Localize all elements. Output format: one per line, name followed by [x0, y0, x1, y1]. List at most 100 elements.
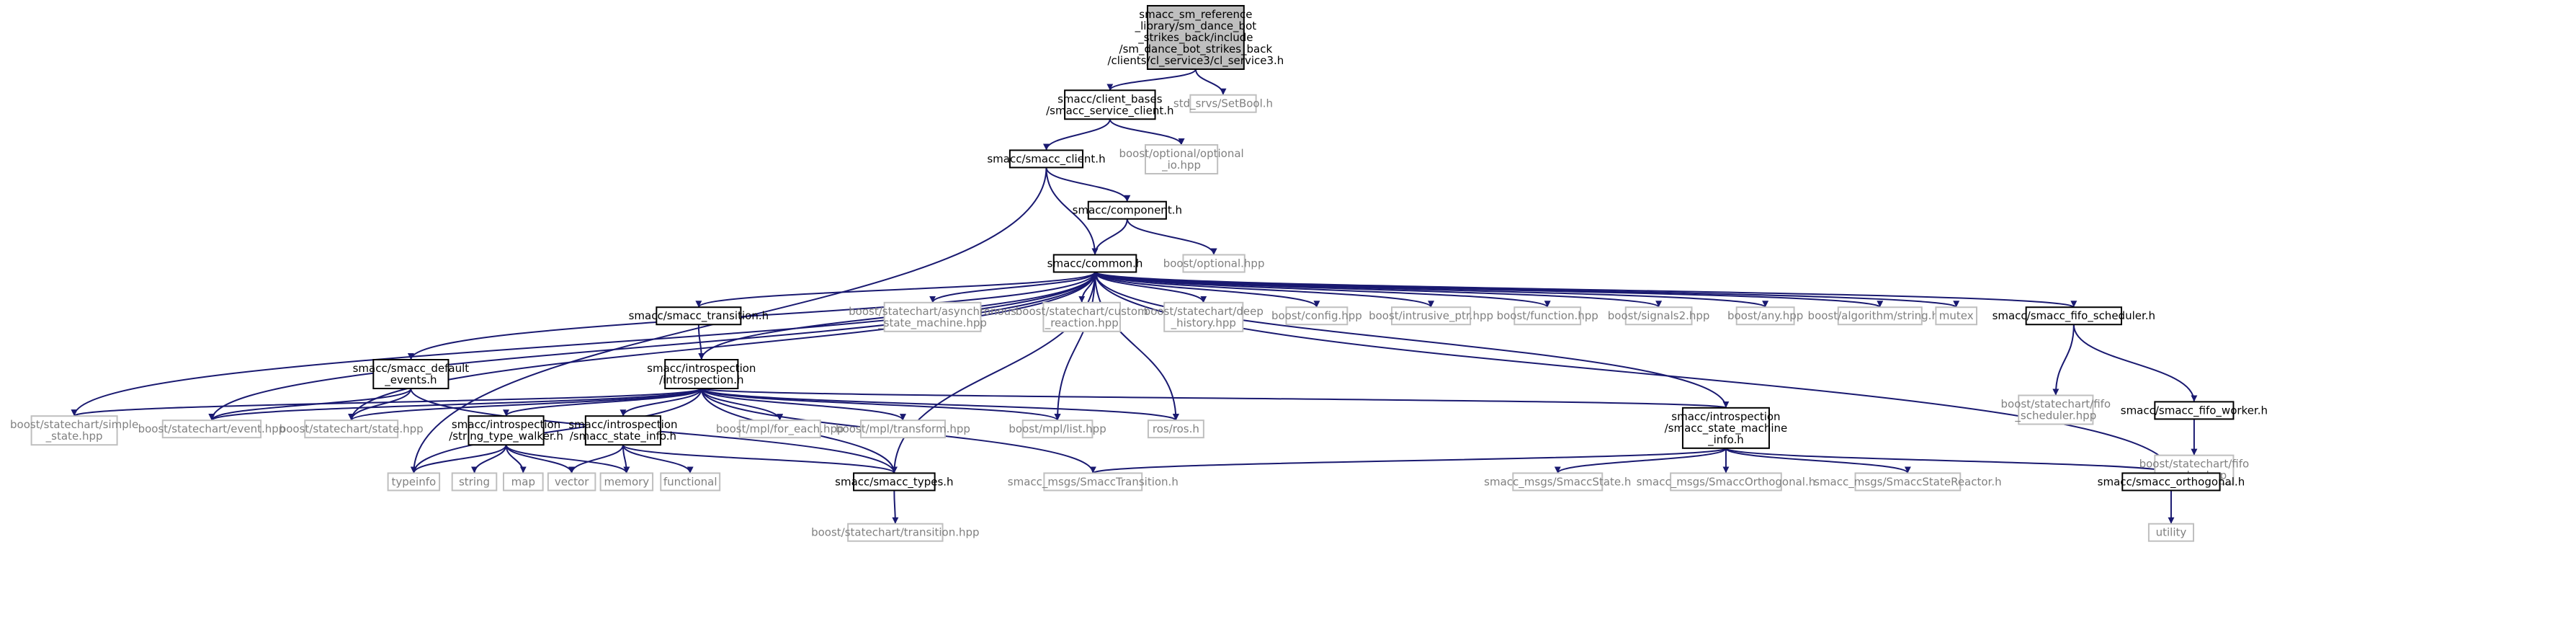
node-box: [1513, 306, 1582, 326]
node-label: string: [459, 475, 490, 488]
node-async_sm: boost/statechart/asynchronous_state_mach…: [849, 301, 1016, 332]
node-service_client[interactable]: smacc/client_bases/smacc_service_client.…: [1046, 89, 1174, 120]
node-box: [738, 420, 821, 439]
node-box: [1837, 306, 1923, 326]
edge-common-to-default_events: [408, 272, 1096, 360]
node-label: boost/statechart/custom: [1016, 305, 1148, 318]
node-box: [161, 420, 262, 439]
edge-common-to-event: [208, 272, 1096, 421]
node-label: boost/any.hpp: [1727, 309, 1803, 322]
node-label: /smacc_state_machine: [1665, 422, 1788, 435]
node-box: [502, 472, 544, 492]
node-label: vector: [555, 475, 589, 488]
node-client[interactable]: smacc/smacc_client.h: [987, 149, 1106, 169]
edge-fifo_scheduler-to-sc_fifo_scheduler: [2052, 324, 2075, 396]
edge-service_client-to-optional_io: [1109, 118, 1185, 146]
node-label: ros/ros.h: [1153, 422, 1199, 435]
edge-introspection-to-sm_info: [700, 388, 1729, 409]
node-label: utility: [2156, 526, 2187, 539]
edge-smacc_types-to-sc_transition: [892, 490, 899, 524]
node-default_events[interactable]: smacc/smacc_default_events.h: [353, 359, 470, 389]
node-box: [1147, 420, 1204, 439]
node-fifo_worker[interactable]: smacc/smacc_fifo_worker.h: [2121, 401, 2268, 420]
node-vector: vector: [547, 472, 596, 492]
node-common[interactable]: smacc/common.h: [1047, 254, 1143, 273]
edge-introspection-to-state: [348, 388, 702, 422]
node-label: _info.h: [1707, 433, 1744, 447]
edge-sm_info-to-common: [1091, 272, 1727, 408]
node-smacc_state_msg: smacc_msgs/SmaccState.h: [1484, 472, 1631, 492]
edge-client-to-common: [1045, 167, 1099, 255]
node-introspection[interactable]: smacc/introspection/introspection.h: [647, 359, 756, 389]
node-box: [1854, 472, 1962, 492]
node-box: [599, 472, 654, 492]
node-box: [372, 359, 450, 389]
node-label: boost/statechart/asynchronous: [849, 305, 1016, 318]
node-label: _state_machine.hpp: [877, 316, 987, 330]
node-box: [1163, 301, 1244, 332]
node-box: [664, 359, 739, 389]
node-label: smacc/component.h: [1073, 204, 1182, 217]
node-mpl_list: boost/mpl/list.hpp: [1009, 420, 1106, 439]
node-label: boost/config.hpp: [1271, 309, 1362, 322]
node-map: map: [502, 472, 544, 492]
node-label: _events.h: [384, 373, 437, 387]
node-label: smacc/smacc_types.h: [835, 475, 953, 489]
node-box: [1021, 420, 1094, 439]
node-label: smacc/introspection: [452, 418, 560, 431]
node-label: _reaction.hpp: [1045, 316, 1119, 330]
node-orthogonal[interactable]: smacc/smacc_orthogonal.h: [2098, 472, 2245, 492]
node-label: smacc/smacc_orthogonal.h: [2098, 475, 2245, 489]
node-label: std_srvs/SetBool.h: [1173, 97, 1273, 111]
node-component[interactable]: smacc/component.h: [1073, 200, 1182, 220]
edge-orthogonal-to-common: [1091, 272, 2172, 474]
node-label: smacc_sm_reference: [1139, 8, 1252, 22]
edge-state_info-to-vector: [568, 444, 624, 474]
edge-introspection-to-event: [208, 388, 702, 422]
node-smacc_orthogonal_msg: smacc_msgs/SmaccOrthogonal.h: [1637, 472, 1816, 492]
node-label: boost/statechart/transition.hpp: [811, 526, 979, 539]
node-box: [304, 420, 399, 439]
node-intrusive_ptr: boost/intrusive_ptr.hpp: [1369, 306, 1493, 326]
node-label: boost/statechart/state.hpp: [279, 422, 424, 435]
node-algo_string: boost/algorithm/string.hpp: [1808, 306, 1952, 326]
edges-layer: [71, 68, 2198, 524]
node-label: map: [511, 475, 535, 488]
node-transition[interactable]: smacc/smacc_transition.h: [629, 306, 769, 326]
node-label: boost/optional/optional: [1119, 147, 1243, 160]
node-memory: memory: [599, 472, 654, 492]
node-typeinfo: typeinfo: [387, 472, 441, 492]
node-label: smacc/common.h: [1047, 257, 1143, 270]
node-label: smacc/smacc_fifo_scheduler.h: [1993, 309, 2155, 323]
edge-introspection-to-mpl_list: [700, 388, 1061, 422]
node-label: /smacc_state_info.h: [570, 430, 676, 443]
node-label: smacc_msgs/SmaccOrthogonal.h: [1637, 475, 1816, 489]
edge-common-to-function: [1094, 271, 1551, 308]
node-smacc_types[interactable]: smacc/smacc_types.h: [835, 472, 954, 492]
node-any: boost/any.hpp: [1727, 306, 1803, 326]
node-label: /sm_dance_bot_strikes_back: [1119, 43, 1273, 56]
node-label: smacc_msgs/SmaccTransition.h: [1008, 475, 1179, 489]
node-label: boost/mpl/for_each.hpp: [716, 422, 844, 436]
node-string_type_walker[interactable]: smacc/introspection/string_type_walker.h: [449, 415, 563, 446]
node-label: _strikes_back/include: [1137, 31, 1253, 45]
node-state_info[interactable]: smacc/introspection/smacc_state_info.h: [568, 415, 678, 446]
edge-introspection-to-state_info: [620, 388, 702, 417]
node-box: [2018, 394, 2094, 425]
edge-state_info-to-smacc_types: [622, 444, 898, 474]
node-label: mutex: [1939, 309, 1974, 322]
node-label: boost/function.hpp: [1497, 309, 1598, 322]
edge-introspection-to-simple_state: [71, 388, 702, 417]
node-simple_state: boost/statechart/simple_state.hpp: [10, 415, 138, 446]
node-sm_info[interactable]: smacc/introspection/smacc_state_machine_…: [1665, 407, 1788, 449]
node-box: [859, 420, 946, 439]
edge-sm_info-to-smacc_state_reactor_msg: [1725, 447, 1911, 474]
node-label: boost/mpl/list.hpp: [1009, 422, 1106, 435]
node-root[interactable]: smacc_sm_reference_library/sm_dance_bot_…: [1107, 4, 1284, 70]
edge-common-to-async_sm: [929, 271, 1096, 303]
node-box: [1189, 94, 1257, 113]
node-fifo_scheduler[interactable]: smacc/smacc_fifo_scheduler.h: [1993, 306, 2155, 326]
node-box: [1182, 254, 1245, 273]
node-box: [1042, 301, 1122, 332]
edge-fifo_scheduler-to-fifo_worker: [2072, 324, 2198, 402]
